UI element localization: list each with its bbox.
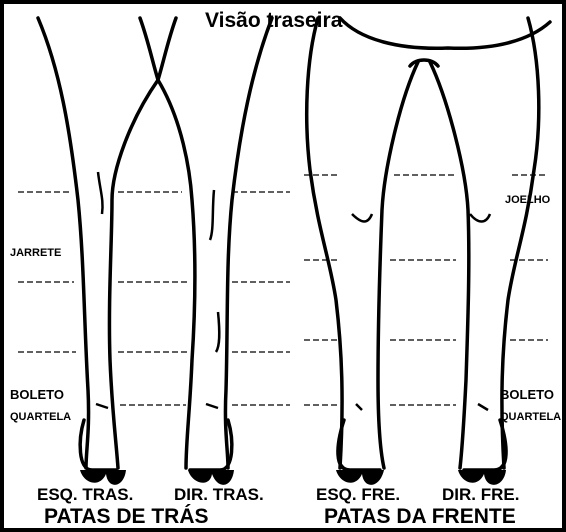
hooves <box>80 470 506 485</box>
hind-right-leg <box>156 16 274 472</box>
front-right-leg <box>428 16 541 472</box>
label-esq-fre: ESQ. FRE. <box>316 485 401 504</box>
hind-crotch <box>138 16 178 82</box>
group-front-legs: PATAS DA FRENTE <box>324 505 516 528</box>
front-brisket <box>408 58 440 68</box>
label-boleto-right: BOLETO <box>500 387 554 402</box>
label-quartela-right: QUARTELA <box>500 411 562 423</box>
front-left-leg <box>304 16 420 472</box>
label-dir-tras: DIR. TRAS. <box>174 485 264 504</box>
group-hind-legs: PATAS DE TRÁS <box>44 505 209 528</box>
label-joelho: JOELHO <box>505 194 551 206</box>
chest-line <box>338 16 552 51</box>
label-quartela-left: QUARTELA <box>10 411 72 423</box>
label-dir-fre: DIR. FRE. <box>442 485 520 504</box>
reference-lines <box>18 174 548 406</box>
hind-left-leg <box>36 16 160 472</box>
label-esq-tras: ESQ. TRAS. <box>37 485 134 504</box>
diagram-title: Visão traseira <box>205 9 343 32</box>
label-boleto-left: BOLETO <box>10 387 64 402</box>
label-jarrete: JARRETE <box>10 247 62 259</box>
leg-details <box>95 171 492 412</box>
